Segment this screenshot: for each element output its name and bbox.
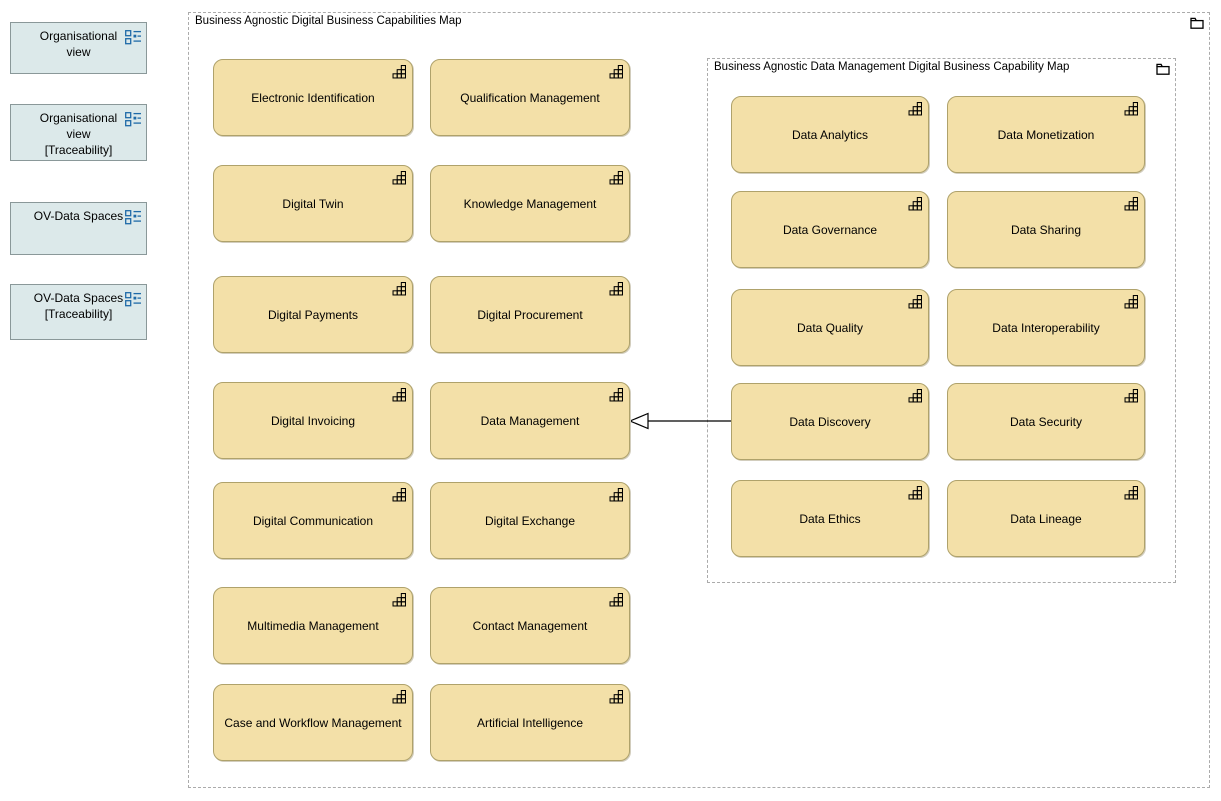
capability-icon [908,486,922,500]
view-ref-ov-data-spaces-traceability[interactable]: OV-Data Spaces [Traceability] [10,284,147,340]
capability-data-ethics[interactable]: Data Ethics [731,480,929,557]
group-digital-business-capabilities-map[interactable]: Business Agnostic Digital Business Capab… [188,12,1210,788]
capability-icon [1124,389,1138,403]
capability-knowledge-management[interactable]: Knowledge Management [430,165,630,242]
capability-icon [392,171,406,185]
capability-label: Digital Invoicing [270,413,356,428]
capability-icon [609,593,623,607]
capability-icon [609,690,623,704]
capability-digital-communication[interactable]: Digital Communication [213,482,413,559]
capability-icon [609,171,623,185]
capability-label: Data Interoperability [992,320,1100,335]
capability-label: Data Lineage [1010,511,1082,526]
view-icon [125,210,141,225]
view-ref-organisational-view[interactable]: Organisational view [10,22,147,74]
view-ref-label: OV-Data Spaces [Traceability] [33,291,124,321]
capability-contact-management[interactable]: Contact Management [430,587,630,664]
group-data-management-capability-map[interactable]: Business Agnostic Data Management Digita… [707,58,1176,583]
capability-icon [908,295,922,309]
capability-data-monetization[interactable]: Data Monetization [947,96,1145,173]
capability-multimedia-management[interactable]: Multimedia Management [213,587,413,664]
capability-label: Data Quality [796,320,864,335]
capability-data-management[interactable]: Data Management [430,382,630,459]
capability-digital-invoicing[interactable]: Digital Invoicing [213,382,413,459]
capability-label: Digital Procurement [477,307,583,322]
view-ref-organisational-view-traceability[interactable]: Organisational view [Traceability] [10,104,147,161]
folder-icon [1156,63,1170,75]
capability-icon [609,388,623,402]
capability-label: Data Analytics [791,127,869,142]
capability-label: Data Security [1009,414,1083,429]
view-icon [125,112,141,127]
capability-icon [908,389,922,403]
capability-data-governance[interactable]: Data Governance [731,191,929,268]
view-ref-label: OV-Data Spaces [33,209,124,223]
group-title: Business Agnostic Digital Business Capab… [195,15,462,27]
capability-label: Knowledge Management [463,196,597,211]
view-icon [125,30,141,45]
capability-icon [392,593,406,607]
capability-icon [1124,295,1138,309]
capability-label: Digital Payments [267,307,359,322]
capability-data-sharing[interactable]: Data Sharing [947,191,1145,268]
capability-label: Qualification Management [460,90,600,105]
capability-digital-twin[interactable]: Digital Twin [213,165,413,242]
capability-label: Digital Exchange [484,513,576,528]
capability-label: Electronic Identification [251,90,375,105]
specialization-arrow[interactable] [628,409,734,433]
capability-data-quality[interactable]: Data Quality [731,289,929,366]
view-ref-ov-data-spaces[interactable]: OV-Data Spaces [10,202,147,255]
capability-qualification-management[interactable]: Qualification Management [430,59,630,136]
capability-icon [908,197,922,211]
capability-label: Digital Twin [282,196,344,211]
capability-icon [392,282,406,296]
capability-label: Contact Management [472,618,588,633]
capability-electronic-identification[interactable]: Electronic Identification [213,59,413,136]
capability-label: Data Monetization [997,127,1095,142]
capability-icon [392,65,406,79]
capability-icon [1124,197,1138,211]
view-ref-label: Organisational view [39,29,118,59]
capability-label: Data Sharing [1010,222,1082,237]
capability-label: Digital Communication [252,513,374,528]
group-title: Business Agnostic Data Management Digita… [714,61,1070,73]
capability-label: Data Management [480,413,580,428]
folder-icon [1190,17,1204,29]
capability-icon [1124,486,1138,500]
capability-data-lineage[interactable]: Data Lineage [947,480,1145,557]
capability-icon [1124,102,1138,116]
capability-icon [392,388,406,402]
view-icon [125,292,141,307]
capability-digital-procurement[interactable]: Digital Procurement [430,276,630,353]
capability-label: Data Discovery [789,414,871,429]
capability-label: Multimedia Management [247,618,379,633]
capability-digital-payments[interactable]: Digital Payments [213,276,413,353]
capability-data-discovery[interactable]: Data Discovery [731,383,929,460]
capability-case-and-workflow-management[interactable]: Case and Workflow Management [213,684,413,761]
capability-icon [609,488,623,502]
capability-icon [609,65,623,79]
capability-label: Artificial Intelligence [476,715,584,730]
capability-icon [609,282,623,296]
capability-label: Data Governance [782,222,878,237]
view-ref-label: Organisational view [Traceability] [39,111,118,157]
capability-artificial-intelligence[interactable]: Artificial Intelligence [430,684,630,761]
capability-icon [392,488,406,502]
capability-icon [908,102,922,116]
capability-data-interoperability[interactable]: Data Interoperability [947,289,1145,366]
capability-icon [392,690,406,704]
capability-label: Case and Workflow Management [224,715,402,730]
capability-data-analytics[interactable]: Data Analytics [731,96,929,173]
capability-label: Data Ethics [799,511,861,526]
capability-data-security[interactable]: Data Security [947,383,1145,460]
capability-digital-exchange[interactable]: Digital Exchange [430,482,630,559]
